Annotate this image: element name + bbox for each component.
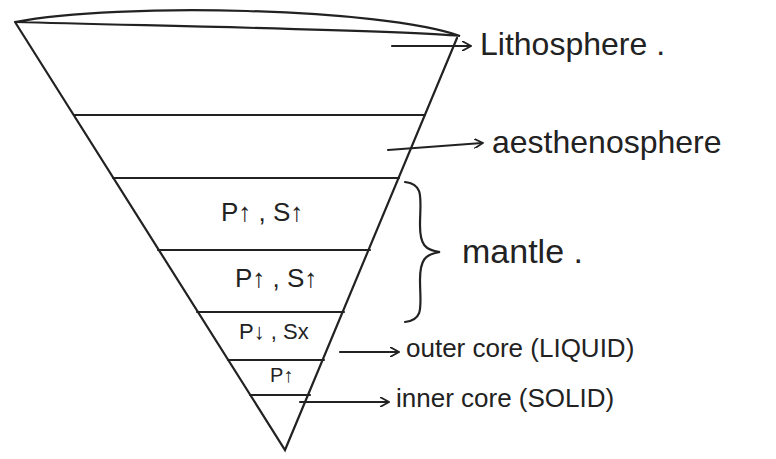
cone-outline bbox=[15, 22, 457, 450]
wave-note: P↓ , Sx bbox=[239, 319, 309, 344]
layer-name: aesthenosphere bbox=[492, 124, 722, 161]
wave-note: P↑ bbox=[270, 364, 293, 387]
layer-line bbox=[250, 394, 310, 396]
leader-arrow bbox=[300, 401, 388, 403]
cone-rim bbox=[15, 10, 460, 36]
leader-arrow bbox=[388, 143, 482, 150]
layer-name: mantle . bbox=[462, 232, 583, 271]
layer-name: inner core (SOLID) bbox=[396, 384, 614, 414]
layer-line bbox=[197, 311, 344, 313]
wave-note: P↑ , S↑ bbox=[221, 198, 303, 228]
leader-arrow bbox=[340, 351, 398, 353]
layer-name: Lithosphere . bbox=[480, 26, 665, 63]
layer-line bbox=[113, 177, 399, 179]
wave-note: P↑ , S↑ bbox=[235, 264, 317, 294]
layer-line bbox=[158, 249, 370, 251]
layer-name: outer core (LIQUID) bbox=[406, 334, 634, 364]
leader-arrow bbox=[392, 45, 470, 47]
mantle-bracket bbox=[405, 182, 440, 322]
layer-line bbox=[228, 359, 324, 361]
layer-line bbox=[74, 114, 425, 116]
